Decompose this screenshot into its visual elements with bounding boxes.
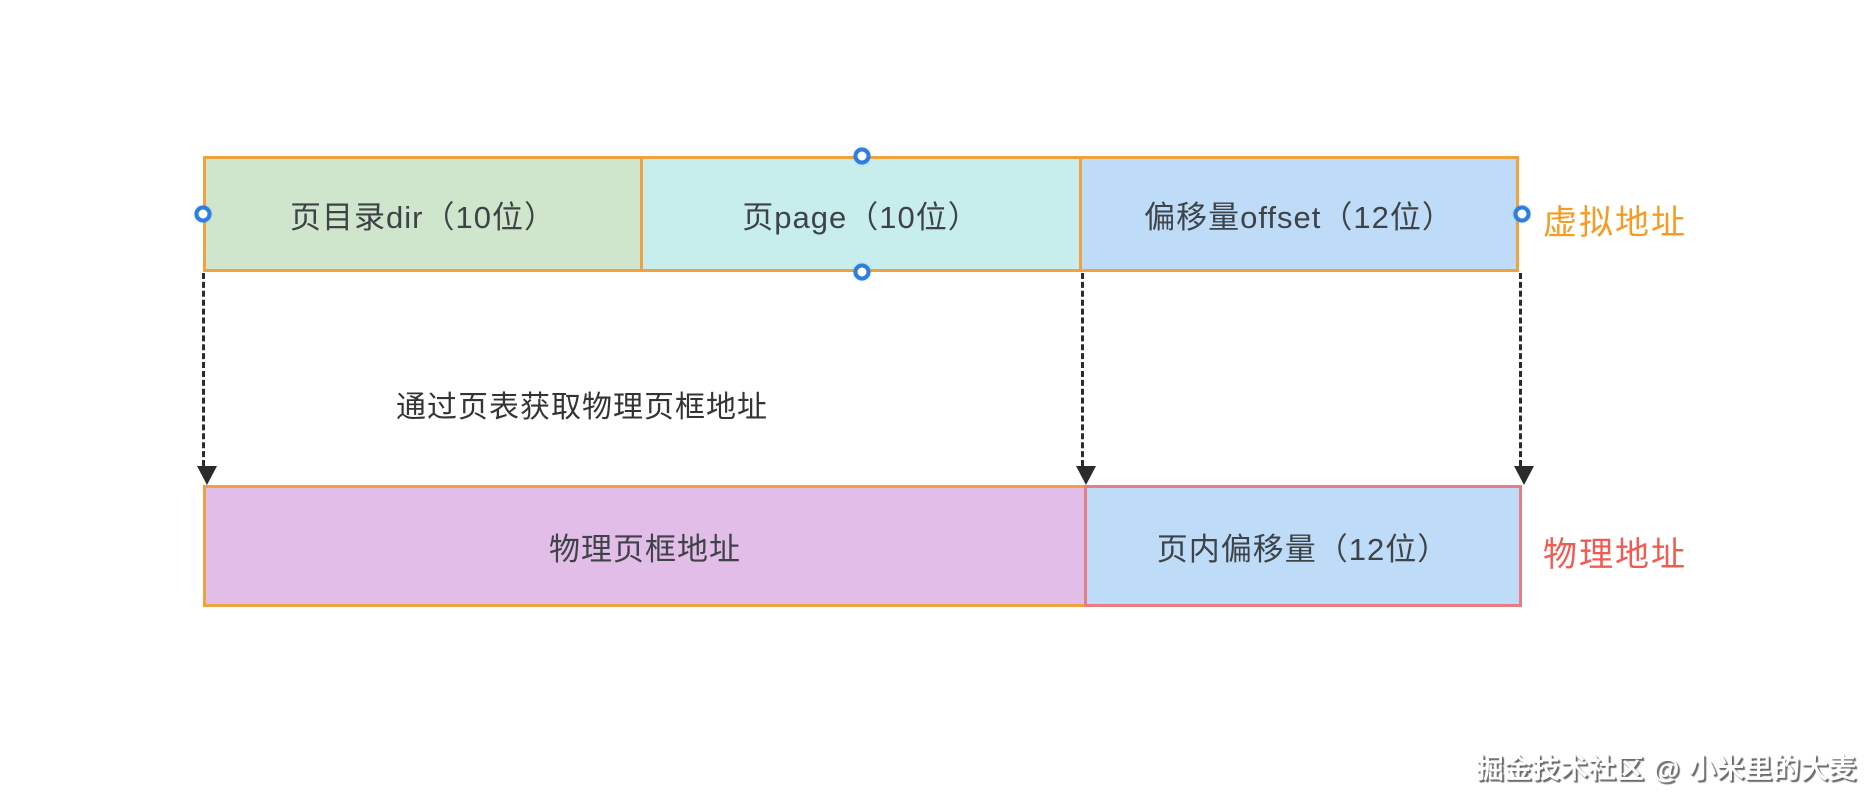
offset-label: 偏移量offset（12位）	[1144, 199, 1454, 235]
dashed-arrow-left	[196, 273, 217, 485]
inpage-offset-label: 页内偏移量（12位）	[1156, 531, 1450, 567]
shape-offset-segment[interactable]: 偏移量offset（12位）	[1079, 156, 1519, 272]
shape-inpage-offset-segment[interactable]: 页内偏移量（12位）	[1084, 485, 1522, 607]
page-label: 页page（10位）	[742, 199, 980, 235]
selection-handle-bottom[interactable]	[853, 263, 871, 281]
virtual-address-row: 页目录dir（10位） 页page（10位） 偏移量offset（12位）	[203, 156, 1522, 272]
arrowhead-down-icon	[196, 466, 217, 485]
dashed-arrow-middle	[1075, 273, 1096, 485]
juejin-watermark: 掘金技术社区 @ 小米里的大麦	[1476, 754, 1857, 784]
dashed-arrow-right	[1513, 273, 1534, 485]
shape-physical-frame-segment[interactable]: 物理页框地址	[203, 485, 1087, 607]
page-table-annotation: 通过页表获取物理页框地址	[396, 391, 768, 424]
physical-address-side-label: 物理地址	[1543, 536, 1687, 574]
selection-handle-left[interactable]	[194, 205, 212, 223]
shape-page-segment[interactable]: 页page（10位）	[640, 156, 1082, 272]
selection-handle-top[interactable]	[853, 147, 871, 165]
physical-address-row: 物理页框地址 页内偏移量（12位）	[203, 485, 1522, 607]
arrowhead-down-icon	[1075, 466, 1096, 485]
physical-frame-label: 物理页框地址	[549, 531, 741, 567]
shape-page-directory-segment[interactable]: 页目录dir（10位）	[203, 156, 643, 272]
arrowhead-down-icon	[1513, 466, 1534, 485]
selection-handle-right[interactable]	[1513, 205, 1531, 223]
page-directory-label: 页目录dir（10位）	[290, 199, 556, 235]
virtual-address-side-label: 虚拟地址	[1543, 204, 1687, 242]
